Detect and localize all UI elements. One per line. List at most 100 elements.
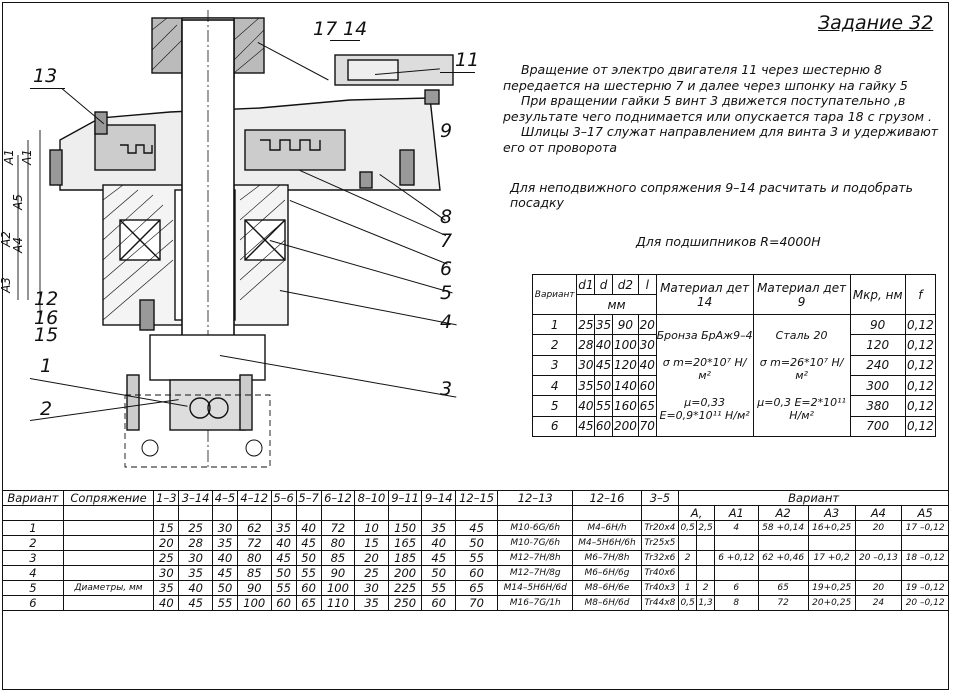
bt-value-cell: 60 [454,565,499,581]
part-label-6: 6 [440,258,453,280]
bt-a-header: A, [678,505,716,521]
description-line-3: Шлицы 3–17 служат направлением для винта… [503,124,938,155]
bt-a-cell: 20+0,25 [807,595,856,611]
vt-cell: 28 [576,334,596,356]
vt-cell: 35 [576,374,596,397]
dim-label-a4: A4 [10,237,25,253]
bt-value-cell: 50 [421,565,456,581]
bt-a-cell: 65 [757,580,809,596]
vt-header-f: f [904,274,937,315]
bt-value-cell: 60 [421,595,456,611]
bt-a-cell: 20 [854,580,903,596]
bt-a-cell [696,550,716,566]
part-label-1: 1 [40,355,53,377]
bt-value-cell: 45 [421,550,456,566]
part-label-17: 17 [313,18,338,40]
bt-a-cell [757,535,809,551]
bt-value-cell: 185 [387,550,423,566]
bt-value-cell: M10-6G/6h [497,520,574,536]
vt-cell: 200 [611,415,639,438]
bt-value-cell: M12–7H/8h [497,550,574,566]
vt-mat9-line: σ m=26*10⁷ Н/м² [759,356,844,382]
bt-header-spacer [62,505,155,521]
vt-cell: 140 [611,374,639,397]
bt-variant-cell: 3 [2,550,64,566]
bt-value-cell: M12–7H/8g [497,565,574,581]
bt-value-cell: 40 [421,535,456,551]
bt-a-cell: 20 [854,520,903,536]
bt-header-cell: Вариант [2,490,64,506]
bt-joint-cell [62,550,155,566]
vt-cell: 55 [594,395,613,417]
bt-value-cell: 35 [178,565,213,581]
bt-a-cell: 24 [854,595,903,611]
bt-header-spacer [153,505,180,521]
bt-a-cell [714,565,759,581]
bt-value-cell: 40 [270,535,297,551]
bt-a-cell: 62 +0,46 [757,550,809,566]
bt-value-cell: 50 [270,565,297,581]
bt-value-cell: 90 [236,580,272,596]
vt-torque-cell: 90 [849,313,906,336]
bt-header-cell: 12–15 [454,490,499,506]
bt-header-spacer [454,505,499,521]
vt-cell: 1 [531,313,578,336]
vt-cell: 40 [637,354,657,376]
bt-header-spacer [497,505,574,521]
bt-header-cell: 3–5 [640,490,680,506]
bt-header-spacer [640,505,680,521]
bt-value-cell: 65 [454,580,499,596]
bt-value-cell: M8–6H/6d [572,595,642,611]
vt-torque-cell: 380 [849,395,906,417]
vt-header-d1: d1 [576,274,596,295]
part-label-8: 8 [440,206,453,228]
bt-value-cell: 30 [178,550,213,566]
bt-value-cell: 50 [295,550,322,566]
task-text: Для неподвижного сопряжения 9–14 расчита… [510,180,914,210]
bt-value-cell: 55 [270,580,297,596]
vt-f-cell: 0,12 [904,313,937,336]
vt-header-mat9: Материал дет 9 [752,274,851,315]
bt-header-cell: 4–5 [211,490,238,506]
bt-value-cell: M4–5H6H/6h [572,535,642,551]
bt-value-cell: 40 [178,580,213,596]
bt-value-cell: 15 [153,520,180,536]
bt-a-cell [901,565,949,581]
bt-value-cell: M8–6H/6e [572,580,642,596]
bt-a-cell: 0,5 [678,520,698,536]
bt-a-cell [854,565,903,581]
bt-a-header: A3 [807,505,856,521]
bt-value-cell: 45 [454,520,499,536]
bt-value-cell: 62 [236,520,272,536]
bt-a-cell [714,535,759,551]
part-label-15: 15 [34,324,59,346]
variant-table: Вариант d1 d d2 l Материал дет 14 Матери… [531,274,937,438]
bt-value-cell: 35 [211,535,238,551]
bt-a-cell: 2 [696,580,716,596]
vt-cell: 100 [611,334,639,356]
bt-value-cell: 25 [153,550,180,566]
bt-a-cell [807,535,856,551]
bt-a-cell [854,535,903,551]
bt-a-cell [901,535,949,551]
vt-header-variant: Вариант [531,274,578,315]
vt-cell: 50 [594,374,613,397]
vt-f-cell: 0,12 [904,374,937,397]
vt-cell: 60 [594,415,613,438]
vt-cell: 120 [611,354,639,376]
dim-label-a3: A3 [0,277,13,293]
bt-header-cell: 8–10 [354,490,389,506]
bearing-load-text: Для подшипников R=4000Н [636,234,821,249]
bt-header-cell: 5–7 [295,490,322,506]
bt-header-cell: 4–12 [236,490,272,506]
bt-a-header: A1 [714,505,759,521]
bt-header-cell: Сопряжение [62,490,155,506]
vt-cell: 2 [531,334,578,356]
